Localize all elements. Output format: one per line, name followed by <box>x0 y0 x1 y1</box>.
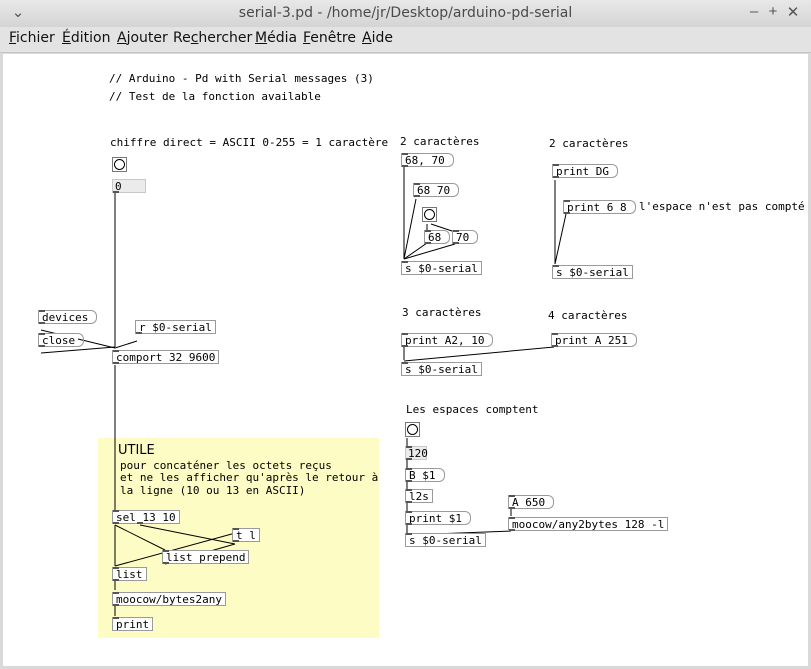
msg-print-a251[interactable]: print A 251 <box>551 333 637 347</box>
obj-comport[interactable]: comport 32 9600 <box>112 350 220 364</box>
msg-68[interactable]: 68 <box>424 230 451 244</box>
bang-spaces[interactable] <box>405 422 420 437</box>
obj-r-serial[interactable]: r $0-serial <box>135 320 216 334</box>
comment-utile-2: et ne les afficher qu'après le retour à <box>120 471 379 484</box>
close-icon[interactable]: ✕ <box>786 4 800 21</box>
obj-sel[interactable]: sel 13 10 <box>112 510 180 524</box>
msg-print-dg[interactable]: print DG <box>552 164 618 178</box>
msg-a650[interactable]: A 650 <box>508 495 555 509</box>
obj-s-serial-3[interactable]: s $0-serial <box>401 362 482 376</box>
obj-s-serial-2[interactable]: s $0-serial <box>552 265 633 279</box>
msg-print-6-8[interactable]: print 6 8 <box>563 200 636 214</box>
msg-70[interactable]: 70 <box>452 230 479 244</box>
obj-list[interactable]: list <box>112 567 147 581</box>
comment-header-1: // Arduino - Pd with Serial messages (3) <box>109 72 374 85</box>
msg-68-70[interactable]: 68 70 <box>413 183 460 197</box>
number-atom-0[interactable]: 0 <box>112 179 146 193</box>
menu-bar: Fichier Édition Ajouter Rechercher Média… <box>0 27 811 53</box>
msg-b-1[interactable]: B $1 <box>405 468 444 482</box>
msg-print-a2[interactable]: print A2, 10 <box>401 333 495 347</box>
menu-fichier[interactable]: Fichier <box>9 30 55 46</box>
msg-print-1[interactable]: print $1 <box>405 511 471 525</box>
comment-four-chars: 4 caractères <box>548 309 628 322</box>
comment-utile-1: pour concaténer les octets reçus <box>120 459 332 472</box>
window-title: serial-3.pd - /home/jr/Desktop/arduino-p… <box>238 5 573 21</box>
comment-utile-title: UTILE <box>118 443 155 458</box>
minimize-icon[interactable]: – <box>749 3 759 20</box>
menu-aide[interactable]: Aide <box>362 30 393 46</box>
comment-two-chars-a: 2 caractères <box>400 135 480 148</box>
obj-t-l[interactable]: t l <box>232 528 260 542</box>
msg-68-70-comma[interactable]: 68, 70 <box>401 153 454 167</box>
obj-any2bytes[interactable]: moocow/any2bytes 128 -l <box>508 517 669 531</box>
menu-edition[interactable]: Édition <box>62 30 111 46</box>
menu-rechercher[interactable]: Rechercher <box>173 30 253 46</box>
comment-direct: chiffre direct = ASCII 0-255 = 1 caractè… <box>110 136 389 149</box>
comment-utile-3: la ligne (10 ou 13 en ASCII) <box>120 484 306 497</box>
menu-media[interactable]: Média <box>255 30 298 46</box>
comment-header-2: // Test de la fonction available <box>109 90 321 103</box>
obj-list-prepend[interactable]: list prepend <box>162 550 250 564</box>
comment-two-chars-b: 2 caractères <box>549 137 629 150</box>
bang-direct[interactable] <box>112 157 127 172</box>
msg-close[interactable]: close <box>38 333 85 347</box>
obj-s-serial-4[interactable]: s $0-serial <box>405 533 486 547</box>
comment-spaces-count: Les espaces comptent <box>406 403 539 416</box>
obj-s-serial-1[interactable]: s $0-serial <box>401 261 482 275</box>
patch-canvas[interactable]: // Arduino - Pd with Serial messages (3)… <box>3 54 808 666</box>
menu-fenetre[interactable]: Fenêtre <box>303 30 356 46</box>
title-bar: ⌄ serial-3.pd - /home/jr/Desktop/arduino… <box>0 0 811 28</box>
bang-68-70[interactable] <box>422 207 437 222</box>
window-menu-icon[interactable]: ⌄ <box>11 4 25 21</box>
comment-space-note: l'espace n'est pas compté <box>639 200 805 213</box>
menu-ajouter[interactable]: Ajouter <box>117 30 168 46</box>
obj-l2s[interactable]: l2s <box>405 489 433 503</box>
obj-print[interactable]: print <box>112 617 154 631</box>
msg-devices[interactable]: devices <box>38 310 98 324</box>
obj-bytes2any[interactable]: moocow/bytes2any <box>112 592 226 606</box>
maximize-icon[interactable]: + <box>768 3 778 20</box>
number-atom-120[interactable]: 120 <box>405 446 428 460</box>
comment-three-chars: 3 caractères <box>402 306 482 319</box>
